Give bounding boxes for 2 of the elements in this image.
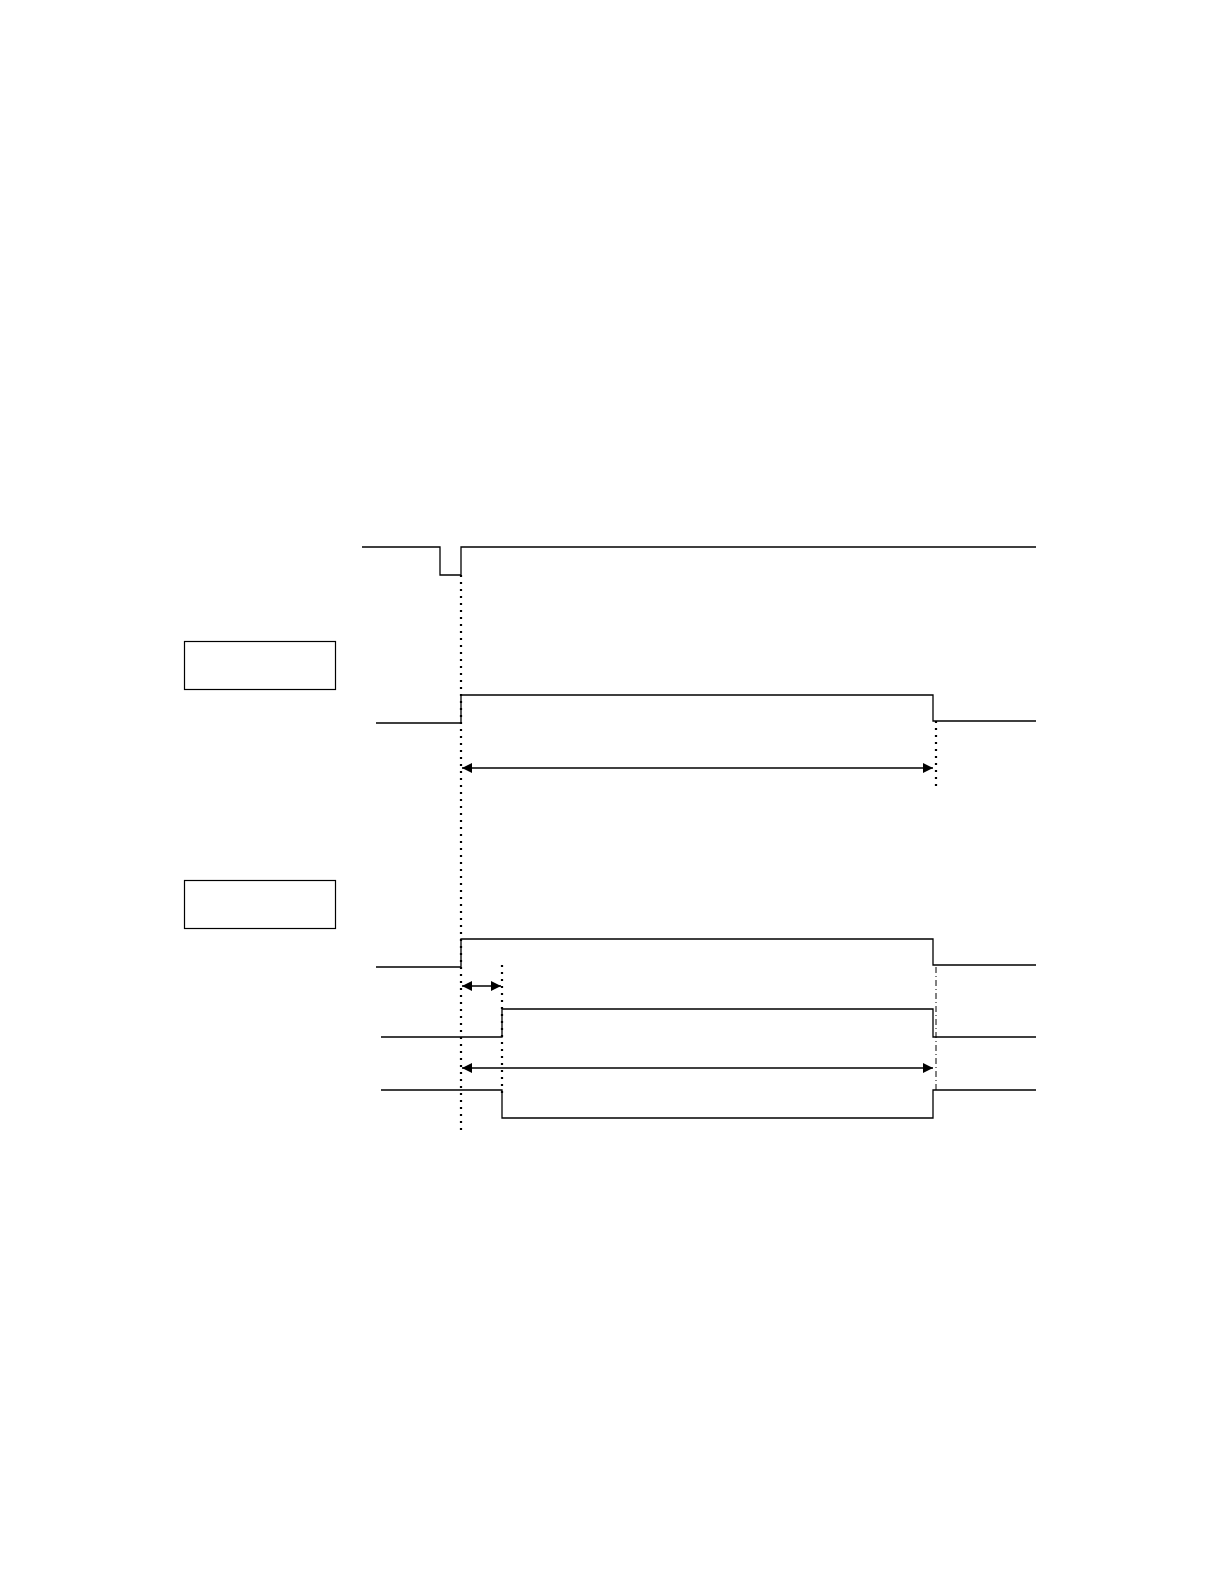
- empty-box: [184, 641, 336, 690]
- empty-box: [184, 880, 336, 929]
